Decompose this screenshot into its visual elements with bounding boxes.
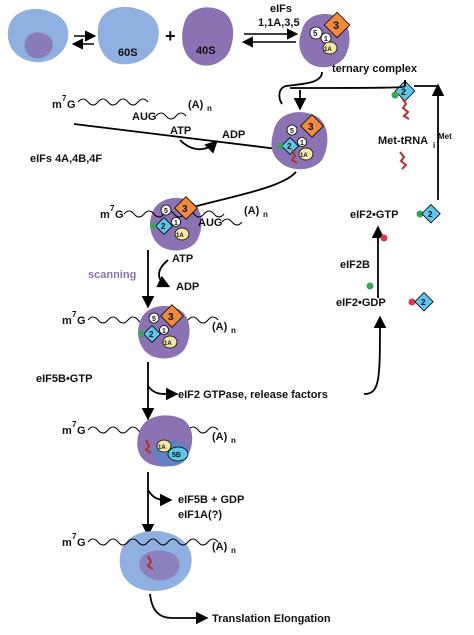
label-scanning: scanning: [88, 269, 136, 281]
svg-text:1A: 1A: [324, 47, 332, 53]
svg-text:7: 7: [72, 420, 77, 429]
label-eif2b: eIF2B: [340, 259, 370, 271]
label-eifs-top: eIFs: [270, 3, 292, 15]
svg-text:G: G: [115, 209, 124, 221]
plus-sign: +: [165, 26, 176, 46]
svg-text:1: 1: [174, 220, 178, 227]
svg-text:1: 1: [300, 140, 304, 147]
svg-text:5: 5: [152, 316, 156, 323]
eif1a-icon: 1A: [322, 41, 338, 55]
svg-text:7: 7: [72, 310, 77, 319]
svg-text:2: 2: [149, 330, 154, 339]
eif2-gdp-icon: 2: [408, 291, 434, 312]
svg-text:i: i: [433, 141, 435, 150]
svg-text:n: n: [207, 104, 212, 113]
svg-text:(A): (A): [244, 205, 260, 217]
mrna-1: m 7 G AUG (A) n: [52, 94, 212, 123]
svg-text:5: 5: [164, 208, 168, 215]
label-eif5b-gtp: eIF5B•GTP: [36, 373, 92, 385]
svg-text:2: 2: [401, 87, 406, 97]
label-ternary-complex: ternary complex: [332, 63, 418, 75]
svg-text:G: G: [77, 425, 86, 437]
eif2-gtp-icon: 2: [416, 203, 441, 224]
svg-text:n: n: [231, 546, 236, 555]
svg-text:7: 7: [62, 94, 67, 103]
svg-text:(A): (A): [212, 431, 228, 443]
label-eif1a-q: eIF1A(?): [178, 509, 222, 521]
label-eif2-gtpase: eIF2 GTPase, release factors: [178, 389, 328, 401]
svg-text:G: G: [77, 315, 86, 327]
label-adp-2: ADP: [176, 281, 199, 293]
eif5-icon: 5: [309, 26, 323, 40]
svg-text:n: n: [231, 326, 236, 335]
svg-text:m: m: [62, 315, 72, 327]
label-adp-1: ADP: [222, 129, 245, 141]
svg-text:AUG: AUG: [132, 111, 156, 123]
label-eif2-gdp: eIF2•GDP: [336, 297, 386, 309]
svg-text:1A: 1A: [300, 153, 308, 159]
svg-text:2: 2: [428, 210, 433, 219]
svg-text:AUG: AUG: [198, 217, 222, 229]
label-eifs-4: eIFs 4A,4B,4F: [30, 153, 102, 165]
ribosome-80s-top: [7, 8, 69, 63]
complex-80s-5b: m 7 G 5B 1A (A) n: [62, 415, 236, 467]
complex-80s-final: m 7 G (A) n: [62, 531, 236, 592]
svg-text:m: m: [62, 537, 72, 549]
svg-text:Met-tRNA: Met-tRNA: [378, 135, 428, 147]
svg-text:m: m: [62, 425, 72, 437]
subunit-40s: 40S: [182, 7, 234, 66]
svg-text:(A): (A): [212, 321, 228, 333]
svg-text:3: 3: [333, 20, 339, 32]
svg-text:5: 5: [313, 29, 318, 38]
gdp-out-icon: [380, 234, 388, 242]
complex-48s: m 7 G 3 5 2 1 1A AUG (A) n: [100, 196, 268, 251]
svg-text:1A: 1A: [158, 445, 166, 451]
svg-text:3: 3: [182, 204, 188, 215]
svg-text:n: n: [263, 210, 268, 219]
eif3-icon: 3: [323, 11, 351, 39]
complex-43s-top: 3 5 1 1A: [299, 11, 351, 68]
label-eif5b-gdp: eIF5B + GDP: [178, 494, 244, 506]
svg-text:2: 2: [161, 222, 166, 231]
svg-text:3: 3: [168, 312, 174, 323]
gtp-in-icon: [366, 282, 374, 290]
eif1-icon: 1: [320, 32, 332, 44]
complex-48s-aug: m 7 G 3 5 2 1 1A (A) n: [62, 304, 236, 359]
label-translation-elongation: Translation Elongation: [212, 613, 331, 625]
svg-text:7: 7: [110, 204, 115, 213]
svg-text:1: 1: [162, 328, 166, 335]
svg-text:(A): (A): [212, 541, 228, 553]
svg-text:1: 1: [324, 36, 328, 43]
ternary-complex-icon: 2: [391, 80, 416, 120]
svg-text:(A): (A): [188, 99, 204, 111]
svg-text:m: m: [52, 99, 62, 111]
svg-text:G: G: [77, 537, 86, 549]
label-eifs-top-list: 1,1A,3,5: [258, 17, 300, 29]
svg-text:1A: 1A: [176, 233, 184, 239]
label-atp-1: ATP: [170, 125, 191, 137]
svg-text:m: m: [100, 209, 110, 221]
svg-text:2: 2: [421, 298, 426, 307]
svg-text:G: G: [67, 99, 76, 111]
svg-text:n: n: [231, 436, 236, 445]
svg-text:5B: 5B: [172, 452, 181, 459]
label-atp-2: ATP: [172, 253, 193, 265]
svg-text:2: 2: [287, 142, 292, 151]
subunit-60s: 60S: [97, 6, 159, 65]
label-eif2-gtp: eIF2•GTP: [350, 209, 398, 221]
label-met-trna: Met-tRNA i Met: [378, 132, 452, 170]
svg-text:5: 5: [290, 128, 294, 135]
label-60s: 60S: [118, 47, 138, 59]
svg-text:3: 3: [308, 122, 314, 133]
equilibrium-arrows-1: [71, 30, 97, 50]
svg-text:1A: 1A: [164, 341, 172, 347]
svg-text:7: 7: [72, 532, 77, 541]
label-40s: 40S: [196, 45, 216, 57]
complex-43s-tc: 3 5 2 1 1A: [271, 112, 328, 170]
equilibrium-arrows-2: [241, 28, 299, 48]
svg-text:Met: Met: [438, 132, 452, 141]
